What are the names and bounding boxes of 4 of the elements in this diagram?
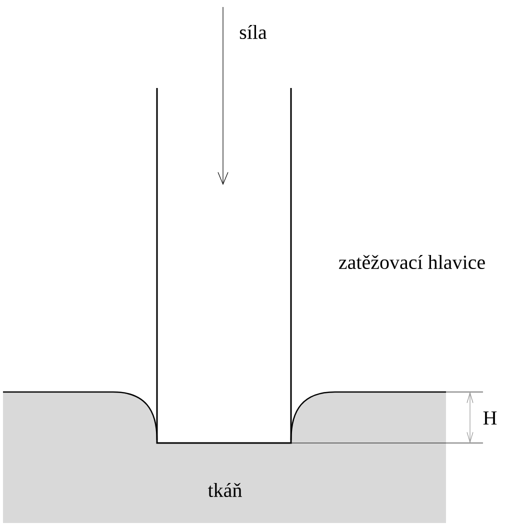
force-label: síla — [240, 24, 267, 40]
dimension-label: H — [483, 411, 497, 425]
tissue-block: tkáň — [3, 392, 446, 523]
head-label: zatěžovací hlavice — [338, 254, 485, 270]
